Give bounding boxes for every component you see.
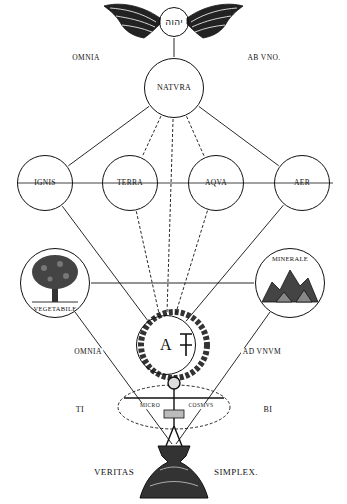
emblem-line xyxy=(174,38,175,57)
emblem-line xyxy=(136,211,159,314)
emblem-line xyxy=(62,206,147,320)
motto-word: AB VNO. xyxy=(245,54,282,62)
circle-title: IGNIS xyxy=(34,179,56,187)
emblem-circle: NATVRA xyxy=(144,58,204,118)
emblem-circle: יהוה xyxy=(159,7,189,37)
emblem-circle: TERRA xyxy=(102,155,158,211)
wings xyxy=(104,4,243,38)
motto-word: OMNIA xyxy=(72,348,103,356)
emblem-circle: AER xyxy=(274,155,330,211)
motto-word: COSMVS xyxy=(186,403,215,409)
circle-title: A xyxy=(160,337,172,353)
emblem-circle: IGNIS xyxy=(17,155,73,211)
circle-title: AQVA xyxy=(205,179,227,187)
mineral-picture xyxy=(262,270,318,302)
circle-title: NATVRA xyxy=(157,84,191,92)
emblem-circle: AQVA xyxy=(188,155,244,211)
motto-word: VERITAS xyxy=(92,468,136,477)
emblem-line xyxy=(186,205,283,321)
circle-title: AER xyxy=(294,179,310,187)
motto-word: AD VNVM xyxy=(241,348,283,356)
pedestal xyxy=(140,446,208,498)
microcosm-man xyxy=(118,377,230,446)
tree-picture xyxy=(32,255,78,302)
emblem-circle: VEGETABILE xyxy=(20,248,90,318)
motto-word: BI xyxy=(262,406,275,414)
circle-title: MINERALE xyxy=(272,256,308,263)
wreath-ring xyxy=(141,312,207,378)
motto-word: OMNIA xyxy=(70,54,101,62)
emblem-line xyxy=(187,116,205,156)
hebrew-sign xyxy=(180,334,192,356)
circle-title: VEGETABILE xyxy=(34,306,77,313)
emblem-line xyxy=(142,116,161,157)
emblem-line xyxy=(175,211,207,316)
emblem-line xyxy=(91,283,254,284)
motto-word: TI xyxy=(74,406,86,414)
circle-title: TERRA xyxy=(117,179,143,187)
emblem-line xyxy=(199,106,279,165)
emblem-circle: A xyxy=(136,315,196,375)
emblem-line xyxy=(167,119,173,314)
motto-word: MICRO xyxy=(138,403,162,409)
motto-word: SIMPLEX. xyxy=(212,468,260,477)
emblem-circle: MINERALE xyxy=(255,248,325,318)
circle-title: יהוה xyxy=(165,18,182,27)
